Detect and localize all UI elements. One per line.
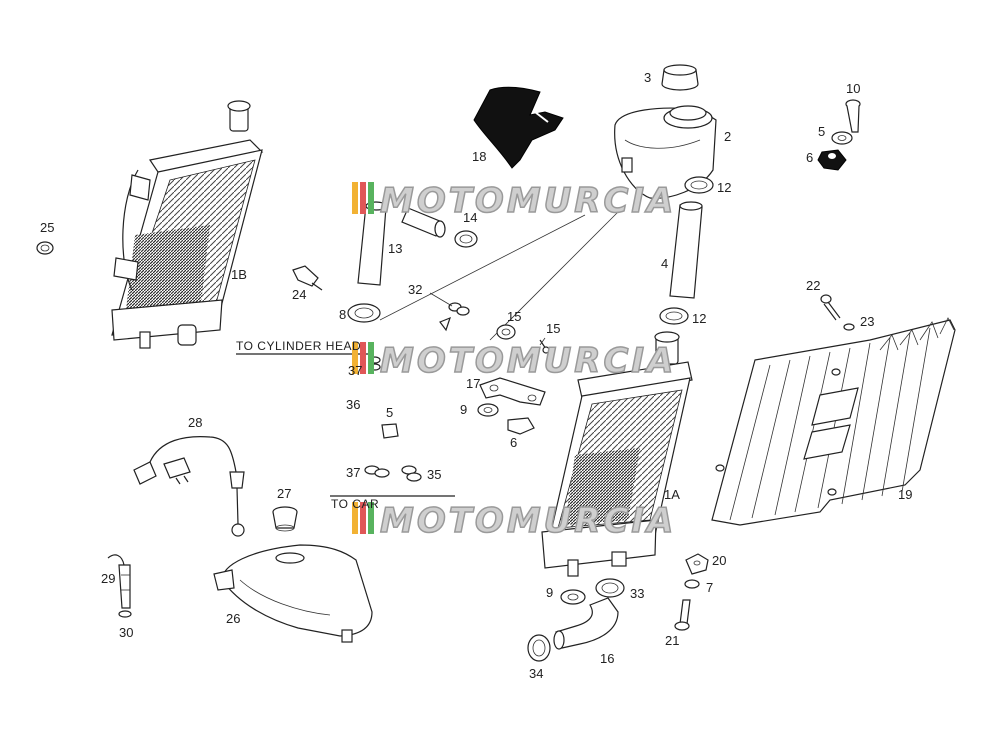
- label-34: 34: [529, 666, 543, 681]
- label-6b: 6: [510, 435, 517, 450]
- clamps-35: [401, 465, 422, 482]
- watermark-text-middle: MOTOMURCIA: [380, 341, 676, 381]
- label-30: 30: [119, 625, 133, 640]
- label-29: 29: [101, 571, 115, 586]
- label-21: 21: [665, 633, 679, 648]
- label-27: 27: [277, 486, 291, 501]
- watermark-text-top: MOTOMURCIA: [380, 181, 676, 221]
- label-13: 13: [388, 241, 402, 256]
- label-6a: 6: [806, 150, 813, 165]
- radiator-1b: [111, 100, 264, 349]
- washer-30: [118, 610, 132, 618]
- label-19: 19: [898, 487, 912, 502]
- screw-15b: [539, 339, 550, 354]
- label-2: 2: [724, 129, 731, 144]
- bracket-17: [479, 377, 546, 406]
- clamp-34: [527, 634, 551, 662]
- label-14: 14: [463, 210, 477, 225]
- washer-5a: [831, 131, 853, 145]
- watermark-text-bottom: MOTOMURCIA: [380, 501, 676, 541]
- label-24: 24: [292, 287, 306, 302]
- plug-27: [272, 506, 298, 532]
- label-37b: 37: [346, 465, 360, 480]
- label-12b: 12: [692, 311, 706, 326]
- bolt-22: [820, 294, 841, 321]
- label-23: 23: [860, 314, 874, 329]
- washer-7: [684, 579, 700, 589]
- sensor-28: [133, 436, 245, 537]
- label-15a: 15: [507, 309, 521, 324]
- hose-4: [669, 201, 703, 299]
- label-5a: 5: [818, 124, 825, 139]
- label-15b: 15: [546, 321, 560, 336]
- hose-32: [379, 199, 626, 341]
- label-4: 4: [661, 256, 668, 271]
- clamp-12b: [659, 307, 689, 325]
- note-to-carb: TO CAR: [331, 497, 379, 511]
- clip-5b: [381, 423, 399, 439]
- label-3: 3: [644, 70, 651, 85]
- grille-19: [711, 317, 956, 526]
- fitting-29: [107, 554, 131, 609]
- label-16: 16: [600, 651, 614, 666]
- clamp-8: [347, 303, 381, 323]
- label-26: 26: [226, 611, 240, 626]
- label-17: 17: [466, 376, 480, 391]
- label-22: 22: [806, 278, 820, 293]
- label-12a: 12: [717, 180, 731, 195]
- sensor-24: [292, 265, 323, 291]
- hose-36: [371, 329, 442, 466]
- washer-23: [843, 323, 855, 331]
- bolt-10: [845, 99, 861, 133]
- reference-lines: [236, 292, 546, 497]
- label-8: 8: [339, 307, 346, 322]
- cap-3: [661, 64, 699, 91]
- reservoir-2: [614, 105, 717, 199]
- cover-18: [473, 86, 564, 169]
- nut-6a: [817, 149, 847, 171]
- label-36: 36: [346, 397, 360, 412]
- label-18: 18: [472, 149, 486, 164]
- grommet-9b: [560, 589, 586, 605]
- label-33: 33: [630, 586, 644, 601]
- label-9b: 9: [546, 585, 553, 600]
- grommet-9a: [477, 403, 499, 417]
- watermark-middle: MOTOMURCIA: [352, 340, 676, 382]
- bolt-21: [674, 599, 691, 631]
- label-25: 25: [40, 220, 54, 235]
- label-20: 20: [712, 553, 726, 568]
- hose-16: [553, 597, 619, 650]
- tank-26: [213, 544, 373, 643]
- watermark-bottom: MOTOMURCIA: [352, 500, 676, 542]
- clamp-12a: [684, 176, 714, 194]
- part-labels: 3 2 10 5 6 18 12 14 25 13 1B 24 4 22 23 …: [40, 70, 912, 681]
- clamp-33: [595, 578, 625, 598]
- label-32: 32: [408, 282, 422, 297]
- grommet-15a: [496, 324, 516, 340]
- label-10: 10: [846, 81, 860, 96]
- clamps-37b: [364, 465, 390, 478]
- label-5b: 5: [386, 405, 393, 420]
- watermark-top: MOTOMURCIA: [352, 180, 676, 222]
- label-9a: 9: [460, 402, 467, 417]
- label-35: 35: [427, 467, 441, 482]
- nut-6b: [507, 417, 535, 435]
- radiator-1a: [541, 331, 693, 577]
- label-37a: 37: [348, 363, 362, 378]
- hose-14: [401, 207, 446, 238]
- clamp-14: [454, 230, 478, 248]
- note-to-cylinder-head: TO CYLINDER HEAD: [236, 339, 361, 353]
- label-7: 7: [706, 580, 713, 595]
- label-1a: 1A: [664, 487, 680, 502]
- label-1b: 1B: [231, 267, 247, 282]
- clips-32: [439, 302, 470, 332]
- clamp-25: [36, 241, 54, 255]
- label-28: 28: [188, 415, 202, 430]
- nut-20: [685, 553, 709, 575]
